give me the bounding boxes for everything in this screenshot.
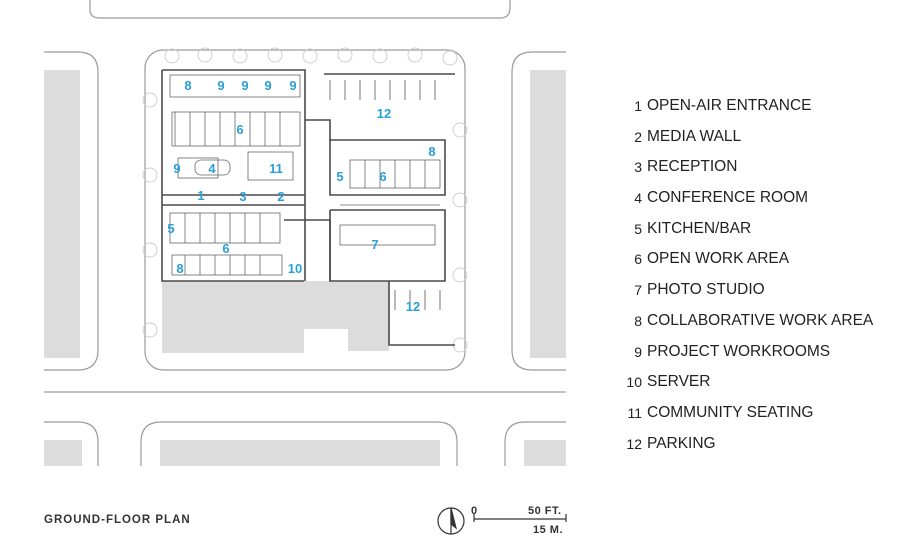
legend-label: OPEN WORK AREA	[647, 250, 790, 268]
plan-label-3: 3	[239, 189, 246, 204]
tree-outlines	[142, 47, 468, 353]
legend-label: MEDIA WALL	[647, 127, 742, 145]
plan-label-9b: 9	[241, 78, 248, 93]
scale-bar	[473, 514, 567, 522]
plan-label-5b: 5	[167, 221, 174, 236]
legend-item: 7 PHOTO STUDIO	[620, 279, 890, 310]
plan-label-9c: 9	[264, 78, 271, 93]
plan-label-12b: 12	[406, 299, 420, 314]
legend-label: PARKING	[647, 434, 716, 452]
legend-number: 4	[634, 190, 642, 207]
plan-label-6b: 6	[379, 169, 386, 184]
plan-label-2: 2	[277, 189, 284, 204]
parking-stalls-top	[329, 80, 441, 310]
legend-item: 2 MEDIA WALL	[620, 126, 890, 157]
legend-number: 3	[634, 159, 642, 176]
plan-label-10: 10	[288, 261, 302, 276]
plan-caption: GROUND-FLOOR PLAN	[44, 514, 191, 526]
plan-label-6a: 6	[236, 122, 243, 137]
legend-number: 10	[626, 374, 642, 391]
legend-number: 5	[634, 220, 642, 237]
legend-label: RECEPTION	[647, 158, 738, 176]
legend-label: PROJECT WORKROOMS	[647, 342, 831, 360]
legend-item: 10 SERVER	[620, 371, 890, 402]
furniture	[169, 74, 441, 276]
building-walls	[161, 69, 455, 346]
legend-item: 9 PROJECT WORKROOMS	[620, 341, 890, 372]
plan-label-11: 11	[269, 161, 283, 176]
plan-label-9e: 9	[173, 161, 180, 176]
plan-label-8a: 8	[184, 78, 191, 93]
plan-label-1: 1	[197, 188, 204, 203]
plan-label-8c: 8	[176, 261, 183, 276]
plan-label-12a: 12	[377, 106, 391, 121]
legend-number: 2	[634, 128, 642, 145]
plan-label-5a: 5	[336, 169, 343, 184]
legend-label: COLLABORATIVE WORK AREA	[647, 311, 874, 329]
plan-label-7: 7	[371, 237, 378, 252]
legend-label: PHOTO STUDIO	[647, 281, 765, 299]
scale-meters: 15 M.	[533, 524, 564, 536]
legend-number: 8	[634, 312, 642, 329]
plan-label-9a: 9	[217, 78, 224, 93]
legend-item: 5 KITCHEN/BAR	[620, 218, 890, 249]
legend-number: 1	[634, 98, 642, 114]
plan-label-6c: 6	[222, 241, 229, 256]
plan-label-9d: 9	[289, 78, 296, 93]
legend-label: KITCHEN/BAR	[647, 219, 752, 237]
legend-item: 8 COLLABORATIVE WORK AREA	[620, 310, 890, 341]
legend-item: 4 CONFERENCE ROOM	[620, 187, 890, 218]
north-arrow	[437, 507, 465, 535]
legend-number: 9	[634, 343, 642, 360]
legend-number: 7	[634, 282, 642, 299]
neighbor-buildings	[44, 70, 566, 466]
legend-item: 6 OPEN WORK AREA	[620, 248, 890, 279]
street-blocks	[44, 0, 566, 466]
legend-item: 11 COMMUNITY SEATING	[620, 402, 890, 433]
legend-label: OPEN-AIR ENTRANCE	[647, 97, 812, 114]
legend-item: 3 RECEPTION	[620, 156, 890, 187]
scale-zero: 0	[471, 505, 478, 517]
plan-label-8b: 8	[428, 144, 435, 159]
legend-item: 1 OPEN-AIR ENTRANCE	[620, 95, 890, 126]
legend-number: 11	[627, 404, 642, 421]
legend-label: COMMUNITY SEATING	[647, 403, 814, 421]
legend-label: SERVER	[647, 373, 711, 391]
legend-item: 12 PARKING	[620, 433, 890, 464]
legend: 1 OPEN-AIR ENTRANCE 2 MEDIA WALL 3 RECEPTIO…	[620, 95, 890, 463]
room-labels: 8 9 9 9 9 6 12 4 11 9 8 5 6 1 3 2 5 6 7 …	[167, 78, 435, 314]
legend-number: 12	[626, 435, 642, 452]
plan-label-4: 4	[208, 161, 216, 176]
scale-feet: 50 FT.	[528, 505, 562, 517]
legend-label: CONFERENCE ROOM	[647, 189, 809, 207]
legend-number: 6	[634, 251, 642, 268]
